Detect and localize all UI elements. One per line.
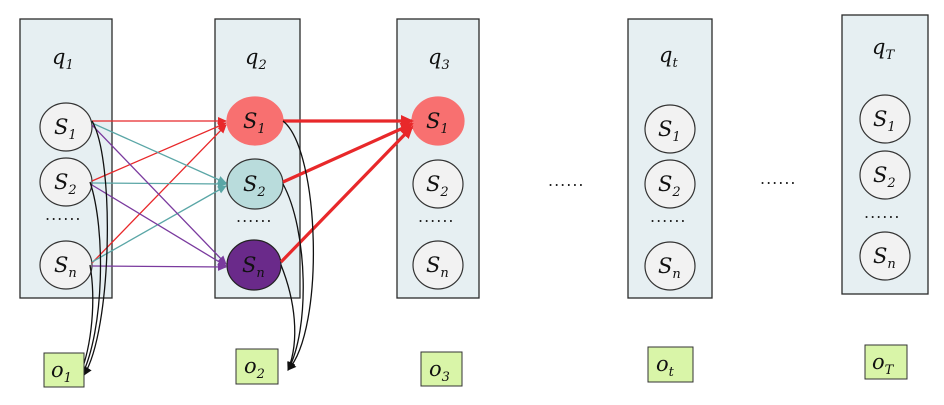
arrow-q1s1-q2sn — [91, 124, 227, 265]
arrow-q2s2-q3s1 — [282, 122, 414, 184]
emission-q1s2-o1 — [81, 181, 102, 376]
svg-text:S2: S2 — [658, 172, 681, 200]
svg-text:S1: S1 — [873, 107, 896, 135]
state-node-qt-sn: Sn — [644, 241, 696, 291]
svg-text:Sn: Sn — [426, 253, 449, 281]
svg-text:Sn: Sn — [54, 253, 77, 281]
svg-text:ot: ot — [656, 352, 675, 380]
observation-o1: o1 — [43, 352, 85, 388]
emission-q2sn-o2 — [280, 264, 296, 371]
state-node-qT-s1: S1 — [859, 94, 911, 144]
svg-text:S2: S2 — [54, 170, 77, 198]
column-q1-header: q1 — [52, 45, 74, 73]
svg-text:S1: S1 — [243, 109, 266, 137]
emissions-q2-to-o2 — [280, 120, 315, 371]
state-node-q1-s2: S2 — [39, 157, 93, 207]
svg-text:S1: S1 — [54, 115, 77, 143]
observation-o3: o3 — [420, 351, 463, 387]
svg-text:o2: o2 — [244, 354, 265, 382]
svg-text:Sn: Sn — [873, 244, 896, 272]
transitions-q2-to-q3 — [279, 115, 414, 264]
column-qT-header: qT — [872, 35, 895, 63]
svg-text:o1: o1 — [51, 358, 72, 386]
observation-ot: ot — [647, 346, 694, 383]
column-q2-header: q2 — [245, 45, 267, 73]
state-node-q1-s1: S1 — [39, 102, 93, 152]
transitions-q1-to-q2 — [91, 117, 227, 271]
state-node-q3-sn: Sn — [412, 240, 464, 290]
emission-q2s1-o2 — [282, 120, 315, 371]
svg-text:o3: o3 — [429, 357, 450, 385]
state-node-q2-sn: Sn — [226, 239, 282, 291]
arrow-q2sn-q3s1 — [279, 125, 414, 264]
state-node-qt-s1: S1 — [644, 104, 696, 154]
arrow-q1s1-q2s2 — [91, 122, 227, 184]
svg-text:S2: S2 — [243, 172, 266, 200]
state-node-q3-s1: S1 — [411, 96, 465, 146]
observation-o2: o2 — [235, 348, 279, 385]
svg-text:S2: S2 — [426, 172, 449, 200]
svg-text:oT: oT — [872, 350, 895, 378]
column-q3-box — [396, 18, 480, 299]
state-node-q2-s2: S2 — [226, 158, 284, 210]
arrow-q1sn-q2s2 — [91, 185, 227, 263]
ellipsis-q2: ...... — [236, 207, 273, 226]
arrow-q1s2-q2s1 — [91, 122, 227, 182]
ellipsis-q3: ...... — [418, 207, 455, 226]
state-node-qT-sn: Sn — [859, 231, 911, 281]
emission-q1s1-o1 — [83, 120, 108, 376]
svg-text:S1: S1 — [426, 109, 449, 137]
ellipsis-between-q3-qt: ...... — [548, 171, 585, 190]
svg-text:S1: S1 — [658, 117, 681, 145]
state-node-q2-s1: S1 — [226, 96, 284, 146]
column-qt-header: qt — [659, 43, 678, 71]
svg-text:S2: S2 — [873, 163, 896, 191]
ellipsis-between-qt-qT: ...... — [760, 169, 797, 188]
ellipsis-q1: ...... — [45, 205, 82, 224]
state-node-q1-sn: Sn — [39, 240, 93, 290]
ellipsis-qt: ...... — [650, 207, 687, 226]
state-node-qt-s2: S2 — [644, 159, 696, 209]
arrow-q1s2-q2sn — [91, 184, 227, 267]
column-q3-header: q3 — [428, 45, 450, 73]
observation-oT: oT — [864, 344, 908, 380]
arrow-q1s2-q2s2 — [91, 179, 227, 188]
emission-q2s2-o2 — [282, 183, 304, 371]
state-node-q3-s2: S2 — [412, 159, 464, 209]
arrow-q1sn-q2sn — [91, 262, 227, 271]
svg-text:Sn: Sn — [242, 253, 265, 281]
state-node-qT-s2: S2 — [859, 150, 911, 200]
svg-text:Sn: Sn — [658, 254, 681, 282]
ellipsis-qT: ...... — [864, 203, 901, 222]
